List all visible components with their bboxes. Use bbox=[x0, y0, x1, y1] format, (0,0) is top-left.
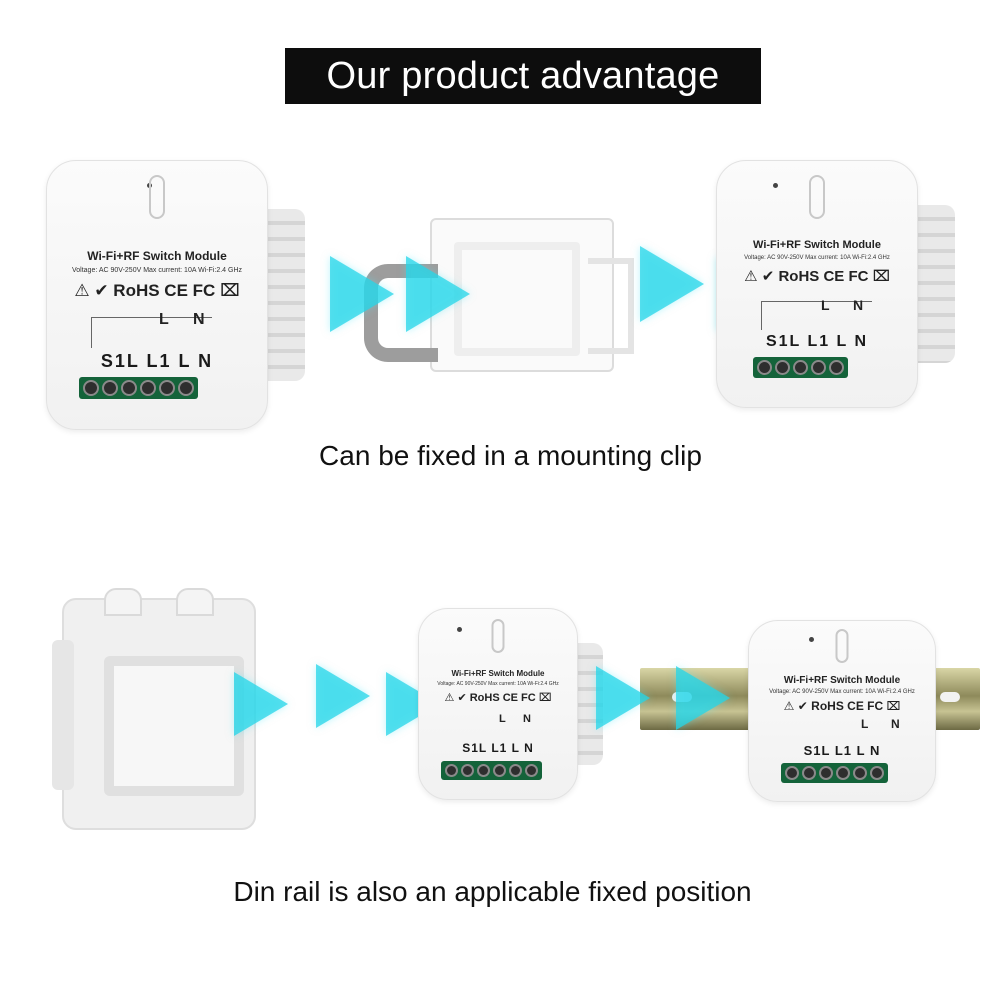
terminal-screw bbox=[836, 766, 850, 780]
switch-module-1: Wi-Fi+RF Switch Module Voltage: AC 90V-2… bbox=[46, 160, 305, 430]
caption-din-rail: Din rail is also an applicable fixed pos… bbox=[233, 876, 752, 907]
switch-module-4: Wi-Fi+RF Switch Module Voltage: AC 90V-2… bbox=[748, 620, 936, 802]
terminal-screw bbox=[757, 360, 772, 375]
wiring-diagram bbox=[91, 317, 212, 348]
terminal-screw bbox=[159, 380, 175, 396]
switch-module-2: Wi-Fi+RF Switch Module Voltage: AC 90V-2… bbox=[716, 160, 955, 408]
module-title: Wi-Fi+RF Switch Module bbox=[451, 669, 545, 678]
terminal-screw bbox=[785, 766, 799, 780]
module-title: Wi-Fi+RF Switch Module bbox=[87, 249, 227, 263]
din-rail-adapter bbox=[52, 588, 256, 830]
terminal-screw bbox=[509, 764, 522, 777]
terminal-screw bbox=[525, 764, 538, 777]
terminal-screw bbox=[477, 764, 490, 777]
terminal-labels: S1L L1 L N bbox=[803, 743, 881, 758]
arrow-icon bbox=[234, 672, 288, 736]
wiring-diagram bbox=[761, 301, 872, 330]
label-l: L bbox=[159, 311, 169, 328]
arrow-icon bbox=[596, 666, 650, 730]
arrow-icon bbox=[330, 256, 394, 332]
label-l: L bbox=[821, 297, 830, 313]
label-l: L bbox=[499, 713, 506, 725]
terminal-screw bbox=[83, 380, 99, 396]
caption-mounting-clip: Can be fixed in a mounting clip bbox=[319, 440, 702, 471]
label-n: N bbox=[891, 717, 900, 731]
label-n: N bbox=[193, 311, 205, 328]
terminal-screw bbox=[853, 766, 867, 780]
terminal-screw bbox=[775, 360, 790, 375]
arrow-icon bbox=[316, 664, 370, 728]
terminal-screw bbox=[870, 766, 884, 780]
adapter-side bbox=[52, 640, 74, 790]
clip-ear bbox=[588, 258, 634, 354]
cert-marks: ⚠ ✔ RoHS CE FC ⌧ bbox=[444, 692, 552, 704]
terminal-block bbox=[753, 357, 848, 378]
label-n: N bbox=[523, 713, 531, 725]
module-led bbox=[457, 627, 462, 632]
label-n: N bbox=[853, 297, 864, 313]
keyhole-icon bbox=[835, 629, 849, 663]
arrow-icon bbox=[406, 256, 470, 332]
terminal-screw bbox=[802, 766, 816, 780]
adapter-inner-frame bbox=[104, 656, 244, 796]
terminal-screw bbox=[178, 380, 194, 396]
arrow-icon bbox=[640, 246, 704, 322]
page-title-banner: Our product advantage bbox=[285, 48, 761, 104]
terminal-screw bbox=[102, 380, 118, 396]
terminal-labels: S1L L1 L N bbox=[462, 741, 534, 755]
cert-marks: ⚠ ✔ RoHS CE FC ⌧ bbox=[744, 268, 890, 285]
terminal-screw bbox=[829, 360, 844, 375]
keyhole-icon bbox=[149, 175, 165, 219]
terminal-block bbox=[79, 377, 198, 399]
module-spec: Voltage: AC 90V-250V Max current: 10A Wi… bbox=[437, 681, 559, 687]
module-spec: Voltage: AC 90V-250V Max current: 10A Wi… bbox=[769, 689, 915, 695]
module-title: Wi-Fi+RF Switch Module bbox=[753, 239, 881, 251]
module-title: Wi-Fi+RF Switch Module bbox=[783, 675, 901, 686]
module-spec: Voltage: AC 90V-250V Max current: 10A Wi… bbox=[744, 255, 890, 261]
rail-slot bbox=[940, 692, 960, 702]
terminal-labels: S1L L1 L N bbox=[765, 333, 869, 350]
label-l: L bbox=[861, 717, 869, 731]
switch-module-3: Wi-Fi+RF Switch Module Voltage: AC 90V-2… bbox=[418, 608, 603, 800]
terminal-screw bbox=[819, 766, 833, 780]
terminal-screw bbox=[793, 360, 808, 375]
arrow-icon bbox=[676, 666, 730, 730]
terminal-block bbox=[781, 763, 888, 783]
terminal-block bbox=[441, 761, 542, 780]
page-title: Our product advantage bbox=[326, 54, 720, 97]
keyhole-icon bbox=[809, 175, 825, 219]
adapter-bump bbox=[104, 588, 142, 616]
module-led bbox=[773, 183, 778, 188]
cert-marks: ⚠ ✔ RoHS CE FC ⌧ bbox=[783, 699, 901, 713]
terminal-screw bbox=[445, 764, 458, 777]
terminal-screw bbox=[811, 360, 826, 375]
terminal-labels: S1L L1 L N bbox=[100, 351, 214, 371]
cert-marks: ⚠ ✔ RoHS CE FC ⌧ bbox=[74, 281, 240, 300]
module-led bbox=[809, 637, 814, 642]
terminal-screw bbox=[493, 764, 506, 777]
adapter-bump bbox=[176, 588, 214, 616]
terminal-screw bbox=[121, 380, 137, 396]
terminal-screw bbox=[140, 380, 156, 396]
module-spec: Voltage: AC 90V-250V Max current: 10A Wi… bbox=[71, 267, 243, 274]
clip-frame bbox=[454, 242, 580, 356]
keyhole-icon bbox=[491, 619, 505, 653]
terminal-screw bbox=[461, 764, 474, 777]
